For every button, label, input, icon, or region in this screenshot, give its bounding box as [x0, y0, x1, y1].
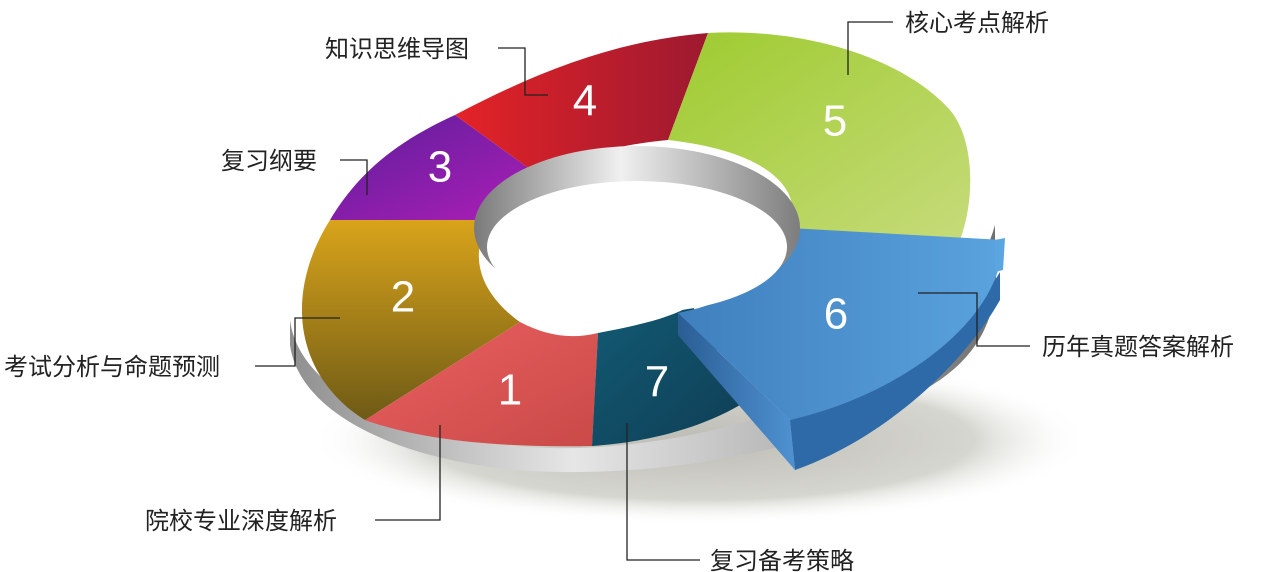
- segment-6-outer-wall: [790, 272, 1000, 470]
- segment-5: [668, 32, 971, 240]
- segment-2: [301, 220, 520, 420]
- segment-number-1: 1: [498, 366, 522, 415]
- ring-hole: [487, 181, 787, 313]
- segment-6-tip: [995, 238, 1005, 272]
- segment-label-2: 考试分析与命题预测: [4, 353, 220, 381]
- leader-line-5: [847, 21, 893, 75]
- leader-line-2: [255, 317, 340, 367]
- segment-number-5: 5: [823, 97, 847, 146]
- segment-6: [678, 228, 1003, 420]
- segment-label-1: 院校专业深度解析: [145, 507, 337, 535]
- segment-1: [365, 322, 598, 447]
- leader-line-3: [340, 159, 368, 195]
- segment-number-4: 4: [573, 77, 597, 126]
- segment-number-3: 3: [428, 143, 452, 192]
- segment-number-6: 6: [824, 290, 848, 339]
- segment-label-4: 知识思维导图: [325, 35, 469, 63]
- leader-line-6: [918, 292, 1030, 347]
- segment-label-3: 复习纲要: [221, 147, 317, 175]
- segment-4: [455, 33, 708, 180]
- segment-label-7: 复习备考策略: [710, 547, 854, 572]
- segment-number-2: 2: [391, 273, 415, 322]
- segment-label-5: 核心考点解析: [905, 9, 1049, 37]
- segment-6-side: [678, 313, 795, 470]
- segment-number-7: 7: [645, 358, 669, 407]
- leader-line-1: [375, 425, 441, 521]
- leader-line-4: [498, 47, 548, 96]
- leader-line-7: [626, 423, 700, 561]
- segment-label-6: 历年真题答案解析: [1042, 333, 1234, 361]
